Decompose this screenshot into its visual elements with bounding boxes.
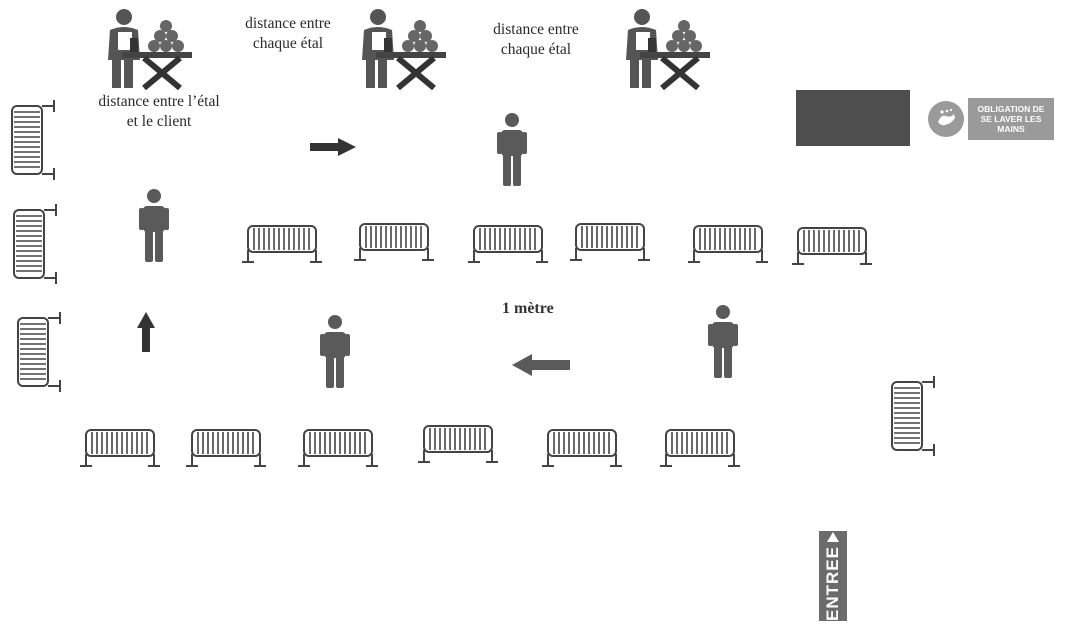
barrier [467,225,549,263]
stall-2 [362,9,446,88]
stall-1 [108,9,192,88]
arrow-up [137,312,155,352]
sign-text: OBLIGATION DE SE LAVER LES MAINS [968,98,1054,140]
handwashing-sign: OBLIGATION DE SE LAVER LES MAINS [928,98,1054,140]
label-un-metre: 1 mètre [502,300,554,317]
arrow-right [310,138,356,156]
barrier [185,429,267,467]
label-distance-chaque-etal-1: distance entre chaque étal [245,15,331,52]
barrier-vertical [11,99,55,181]
stall-3 [626,9,710,88]
barrier [417,425,499,463]
barrier [79,429,161,467]
barrier [241,225,323,263]
label-distance-etal-client: distance entre l’étal et le client [98,93,220,130]
barrier [659,429,741,467]
hand-washing-icon [928,101,964,137]
entree-sign: ENTREE [819,531,847,621]
person-left-lane [139,189,169,262]
barrier [791,227,873,265]
barrier-vertical [17,311,61,393]
person-middle-lane [320,315,350,388]
barrier [541,429,623,467]
arrow-left [512,354,570,376]
barrier [569,223,651,261]
dark-panel [796,90,910,146]
barrier-vertical [13,203,57,285]
barrier [297,429,379,467]
label-distance-chaque-etal-2: distance entre chaque étal [493,21,579,58]
barrier [353,223,435,261]
barrier [687,225,769,263]
person-near-stall [497,113,527,186]
person-right-lane [708,305,738,378]
entree-text: ENTREE [823,546,842,621]
arrow-right-icon [827,532,839,543]
barrier-vertical [891,375,935,457]
